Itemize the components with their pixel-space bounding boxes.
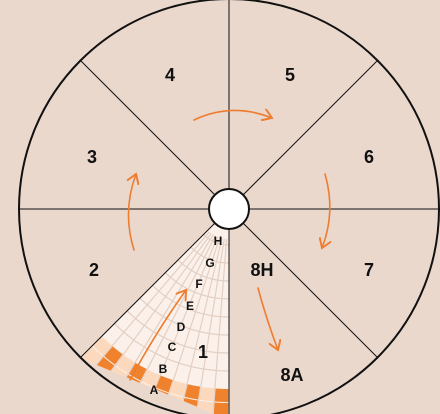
row-label-d: D: [177, 320, 186, 334]
divider-upper-left: [80, 60, 229, 209]
row-label-c: C: [168, 340, 177, 354]
seat-block: [213, 402, 228, 414]
seat-block: [215, 389, 229, 402]
sector-label-5[interactable]: 5: [285, 65, 295, 85]
arrow-4-to-5: [194, 110, 272, 120]
sector-label-3[interactable]: 3: [87, 147, 97, 167]
row-label-a: A: [150, 383, 159, 397]
row-label-b: B: [159, 362, 168, 376]
sector-label-7[interactable]: 7: [364, 260, 374, 280]
seat-block: [197, 401, 213, 414]
divider-upper-right: [229, 60, 378, 209]
row-label-g: G: [205, 256, 214, 270]
sector-label-4[interactable]: 4: [165, 65, 175, 85]
sector-label-2[interactable]: 2: [89, 260, 99, 280]
row-label-h: H: [214, 234, 223, 248]
seat-block: [200, 387, 215, 401]
arrow-6-to-7: [322, 174, 330, 248]
arrow-8h-to-8a: [258, 288, 278, 350]
divider-lower-right: [229, 209, 378, 358]
center-hub: [209, 189, 249, 229]
sector-label-1[interactable]: 1: [198, 342, 208, 362]
row-label-f: F: [195, 277, 202, 291]
sector-label-6[interactable]: 6: [364, 147, 374, 167]
sector-label-8h[interactable]: 8H: [250, 260, 273, 280]
sector-label-8a[interactable]: 8A: [280, 365, 303, 385]
row-label-e: E: [186, 299, 194, 313]
arrow-2-to-3: [128, 174, 136, 250]
